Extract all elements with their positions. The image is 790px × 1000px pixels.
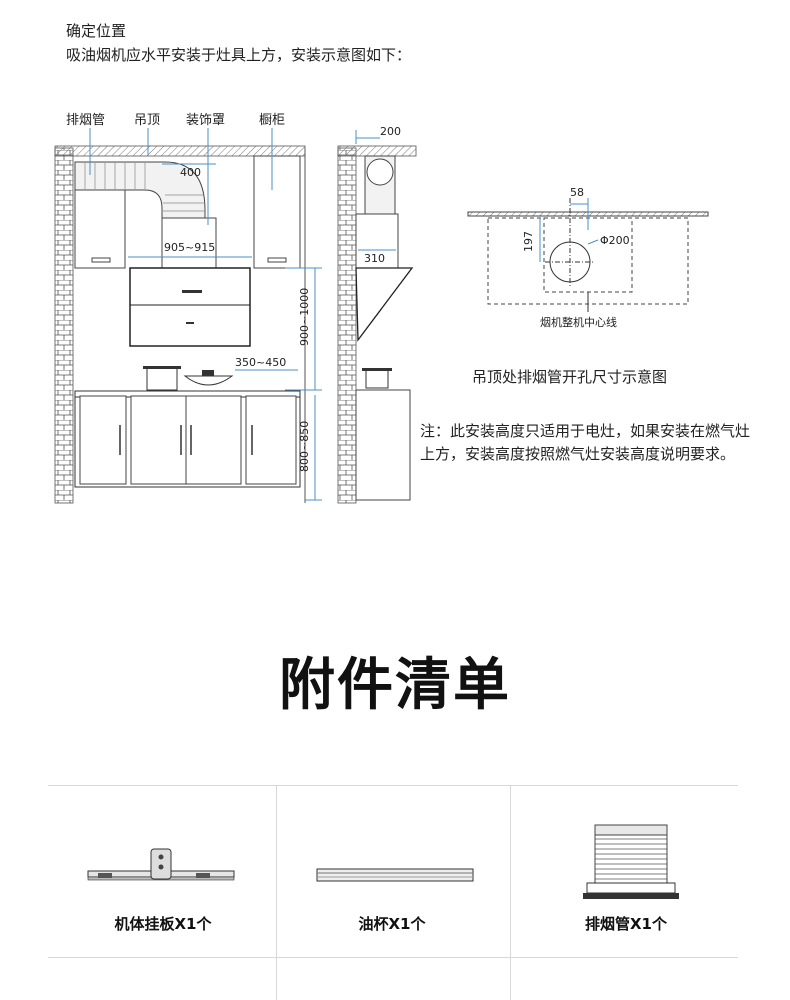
dim-310: 310	[364, 252, 385, 265]
upper-cabinet-left	[74, 189, 126, 269]
accessory-label: 排烟管X1个	[584, 915, 667, 933]
dim-58: 58	[570, 186, 584, 199]
dim-350: 350~450	[235, 356, 286, 369]
dim-400: 400	[180, 166, 201, 179]
label-exhaust-pipe: 排烟管	[66, 113, 105, 128]
accessory-item-exhaust-pipe: 排烟管X1个	[511, 785, 741, 955]
accessory-label: 油杯X1个	[358, 915, 426, 933]
left-wall	[54, 147, 74, 504]
intro-text: 吸油烟机应水平安装于灶具上方，安装示意图如下：	[66, 46, 412, 64]
dim-900: 900~1000	[298, 288, 311, 346]
installation-note: 注：此安装高度只适用于电灶，如果安装在燃气灶上方，安装高度按照燃气灶安装高度说明…	[420, 422, 751, 463]
side-decor-cover	[355, 213, 399, 269]
installation-diagram: 排烟管 吊顶 装饰罩 橱柜 400 905~915 350~450 900~10…	[54, 113, 709, 504]
accessories-title: 附件清单	[279, 653, 511, 718]
range-hood-drawing	[129, 267, 251, 347]
accessory-item-oil-cup: 油杯X1个	[277, 785, 507, 955]
dim-phi200: Φ200	[600, 234, 630, 247]
pot-drawing	[146, 367, 178, 391]
ceiling-hole-caption: 吊顶处排烟管开孔尺寸示意图	[472, 368, 668, 386]
dim-905: 905~915	[164, 241, 215, 254]
mounting-plate-icon	[87, 848, 235, 881]
decor-cover-drawing	[161, 217, 217, 269]
exhaust-pipe-icon	[583, 824, 679, 899]
upper-cabinet-right	[253, 155, 301, 269]
hood-outline	[487, 217, 689, 305]
accessories-grid: 机体挂板X1个 油杯X1个 排烟管X1个	[48, 785, 738, 1000]
intro-title: 确定位置	[66, 22, 127, 40]
label-cabinet: 橱柜	[259, 113, 285, 128]
ceiling	[54, 145, 306, 157]
label-decor-cover: 装饰罩	[186, 113, 225, 128]
center-line-label: 烟机整机中心线	[540, 315, 617, 329]
accessory-item-mounting-plate: 机体挂板X1个	[48, 785, 278, 955]
oil-cup-icon	[316, 868, 474, 882]
accessory-label: 机体挂板X1个	[114, 915, 212, 933]
side-hood	[355, 267, 414, 342]
side-cabinet	[355, 389, 411, 501]
dim-200-side: 200	[380, 125, 401, 138]
side-wall	[337, 147, 357, 504]
dim-197: 197	[522, 231, 535, 252]
dim-800: 800~850	[298, 421, 311, 472]
label-ceiling: 吊顶	[134, 113, 160, 128]
